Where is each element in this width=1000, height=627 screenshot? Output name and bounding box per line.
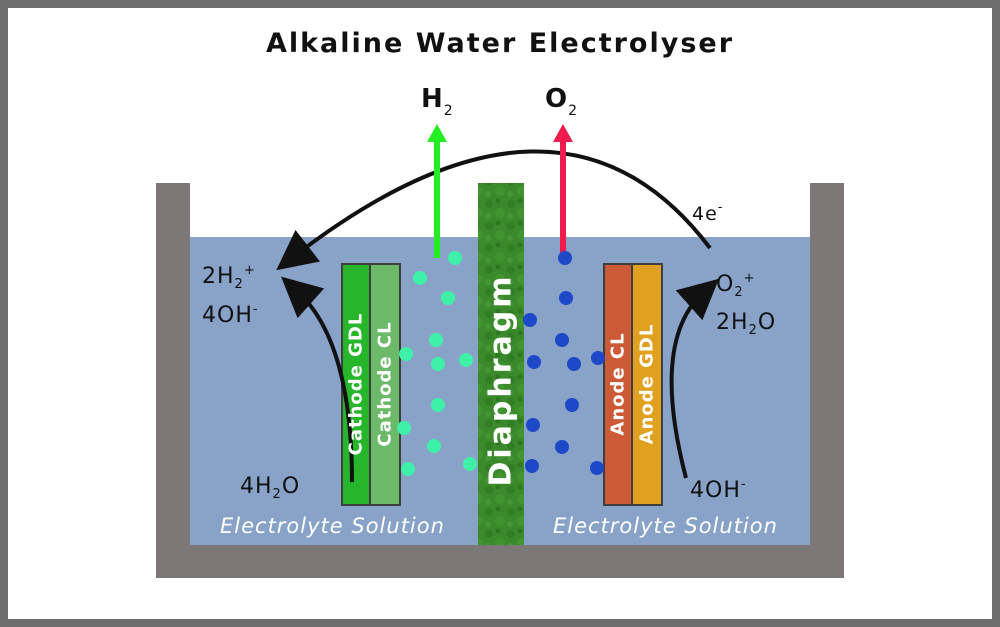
h2-bubble [431,357,445,371]
tank-bottom [156,545,844,578]
h2-bubbles [397,251,477,476]
o2-bubble [591,351,605,365]
h2-gas-label: H2 [421,84,454,119]
anode-gdl [631,263,663,506]
h2-bubble [441,291,455,305]
tank-left-wall [156,183,190,578]
cathode-cl-label: Cathode CL [374,321,396,447]
cathode-gdl-label: Cathode GDL [345,312,367,456]
o2-bubble [555,440,569,454]
diaphragm [478,183,524,545]
anode-product-water: 2H2O [716,310,777,338]
cathode-product-h2: 2H2+ [202,263,256,292]
h2-bubble [399,347,413,361]
cathode-cl [369,263,401,506]
o2-bubble [567,357,581,371]
o2-bubble [526,418,540,432]
o2-bubble [527,355,541,369]
h2-bubble [401,462,415,476]
h2-bubble [427,439,441,453]
diaphragm-label: Diaphragm [483,273,519,487]
o2-bubble [523,313,537,327]
o2-bubble [559,291,573,305]
anode-electrolyte-label: Electrolyte Solution [553,514,778,538]
cathode-reactant-water: 4H2O [240,474,301,502]
anode-reaction-arrow [669,278,719,479]
h2-arrow-head [427,124,447,142]
diagram-title: Alkaline Water Electrolyser [265,28,735,59]
electron-flow-arrow [276,149,712,271]
electrons-label: 4e- [692,200,724,225]
h2-bubble [413,271,427,285]
cathode-reaction-arrow [281,276,354,483]
o2-bubble [565,398,579,412]
h2-bubble [459,353,473,367]
anode-reactant-oh: 4OH- [690,477,747,503]
o2-bubble [555,333,569,347]
o2-bubble [590,461,604,475]
o2-bubble [558,251,572,265]
o2-arrow-head [553,124,573,142]
h2-bubble [397,421,411,435]
o2-bubbles [523,251,605,475]
h2-bubble [431,398,445,412]
anode-cl-label: Anode CL [607,332,629,436]
anode-gdl-label: Anode GDL [636,323,658,445]
o2-bubble [525,459,539,473]
h2-bubble [463,457,477,471]
anode-product-o2: O2+ [716,271,756,300]
cathode-electrolyte-label: Electrolyte Solution [220,514,445,538]
o2-gas-label: O2 [545,84,579,119]
h2-bubble [429,333,443,347]
h2-bubble [448,251,462,265]
cathode-product-oh: 4OH- [202,302,259,328]
tank-right-wall [810,183,844,578]
